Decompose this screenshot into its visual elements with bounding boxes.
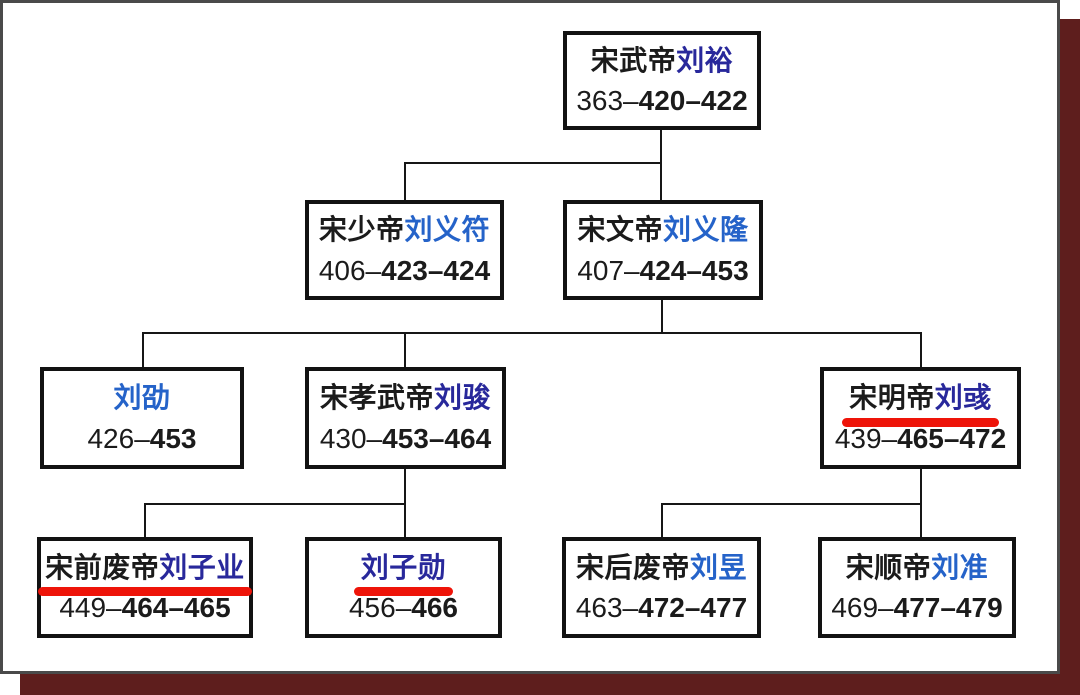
- emperor-name: 宋孝武帝刘骏: [320, 383, 491, 412]
- emperor-name: 宋明帝刘彧: [842, 382, 999, 428]
- emperor-title: 宋孝武帝: [319, 382, 434, 414]
- emperor-dates: 463–472–477: [576, 593, 747, 622]
- node-song-mingdi-liuyu: 宋明帝刘彧 439–465–472: [820, 367, 1021, 469]
- reign-years: 477–479: [893, 592, 1003, 623]
- node-song-xiaowudi-liujun: 宋孝武帝刘骏 430–453–464: [305, 367, 506, 469]
- emperor-link[interactable]: 刘昱: [690, 551, 748, 583]
- birth-year: 439–: [834, 422, 898, 454]
- emperor-name: 宋武帝刘裕: [590, 44, 734, 76]
- birth-year: 426–: [87, 422, 150, 454]
- emperor-name: 宋顺帝刘准: [845, 551, 989, 583]
- birth-year: 456–: [348, 592, 412, 623]
- emperor-link[interactable]: 刘子勋: [360, 551, 447, 583]
- node-song-shundi-liuzhun: 宋顺帝刘准 469–477–479: [818, 537, 1016, 638]
- reign-years: 472–477: [638, 592, 748, 623]
- connector-line: [404, 162, 662, 164]
- emperor-name: 刘劭: [113, 383, 170, 412]
- connector-line: [142, 332, 144, 369]
- emperor-dates: 469–477–479: [831, 593, 1002, 622]
- reign-years: 453–464: [382, 422, 492, 454]
- node-song-wudi-liuyu: 宋武帝刘裕 363–420–422: [563, 31, 761, 130]
- connector-line: [660, 128, 662, 164]
- emperor-title: 宋后废帝: [575, 551, 690, 583]
- birth-year: 469–: [831, 592, 894, 623]
- node-song-wendi-liuyilong: 宋文帝刘义隆 407–424–453: [563, 200, 763, 300]
- reign-years: 464–465: [121, 592, 231, 623]
- connector-line: [660, 162, 662, 202]
- reign-years: 466: [411, 592, 458, 623]
- emperor-name: 宋后废帝刘昱: [575, 551, 748, 583]
- birth-year: 406–: [318, 254, 382, 286]
- emperor-link[interactable]: 刘义隆: [663, 214, 749, 246]
- emperor-name: 宋少帝刘义符: [319, 215, 490, 244]
- emperor-link[interactable]: 刘骏: [434, 382, 492, 414]
- emperor-title: 宋前废帝: [45, 551, 160, 583]
- connector-line: [404, 503, 406, 539]
- emperor-title: 宋少帝: [318, 214, 405, 246]
- birth-year: 430–: [319, 422, 383, 454]
- emperor-dates: 449–464–465: [59, 593, 230, 622]
- connector-line: [661, 503, 922, 505]
- emperor-link[interactable]: 刘裕: [676, 44, 734, 76]
- emperor-link[interactable]: 刘义符: [404, 214, 491, 246]
- reign-years: 420–422: [638, 85, 748, 116]
- emperor-dates: 439–465–472: [834, 422, 1007, 454]
- emperor-name: 宋前废帝刘子业: [38, 551, 252, 597]
- emperor-dates: 430–453–464: [319, 422, 492, 454]
- emperor-dates: 456–466: [349, 593, 458, 622]
- connector-line: [920, 332, 922, 369]
- birth-year: 407–: [577, 254, 640, 286]
- emperor-title: 宋明帝: [849, 382, 935, 414]
- connector-line: [144, 503, 406, 505]
- emperor-title: 宋文帝: [577, 214, 663, 246]
- emperor-dates: 407–424–453: [577, 254, 749, 286]
- connector-line: [404, 332, 406, 369]
- connector-line: [404, 467, 406, 505]
- connector-line: [142, 332, 922, 334]
- reign-years: 453: [149, 422, 197, 454]
- reign-years: 423–424: [381, 254, 491, 286]
- birth-year: 449–: [59, 592, 122, 623]
- emperor-dates: 406–423–424: [318, 254, 491, 286]
- node-liuzixun: 刘子勋 456–466: [305, 537, 502, 638]
- connector-line: [661, 298, 663, 334]
- birth-year: 363–: [576, 85, 639, 116]
- emperor-title: 宋武帝: [590, 44, 677, 76]
- connector-line: [404, 162, 406, 202]
- emperor-link[interactable]: 刘准: [931, 551, 989, 583]
- emperor-link[interactable]: 刘劭: [113, 382, 171, 414]
- emperor-name: 刘子勋: [353, 551, 453, 597]
- emperor-name: 宋文帝刘义隆: [577, 215, 748, 244]
- node-houfeidi-liuyu: 宋后废帝刘昱 463–472–477: [562, 537, 761, 638]
- birth-year: 463–: [575, 592, 639, 623]
- emperor-dates: 363–420–422: [576, 86, 747, 115]
- node-liushao: 刘劭 426–453: [40, 367, 244, 469]
- emperor-link[interactable]: 刘彧: [934, 382, 992, 414]
- connector-line: [144, 503, 146, 539]
- emperor-link[interactable]: 刘子业: [159, 551, 245, 583]
- node-song-shaodi-liuyifu: 宋少帝刘义符 406–423–424: [305, 200, 504, 300]
- reign-years: 465–472: [897, 422, 1007, 454]
- connector-line: [661, 503, 663, 539]
- connector-line: [920, 503, 922, 539]
- reign-years: 424–453: [639, 254, 749, 286]
- emperor-title: 宋顺帝: [845, 551, 932, 583]
- emperor-dates: 426–453: [87, 422, 197, 454]
- connector-line: [920, 467, 922, 505]
- node-qianfeidi-liuziye: 宋前废帝刘子业 449–464–465: [37, 537, 253, 638]
